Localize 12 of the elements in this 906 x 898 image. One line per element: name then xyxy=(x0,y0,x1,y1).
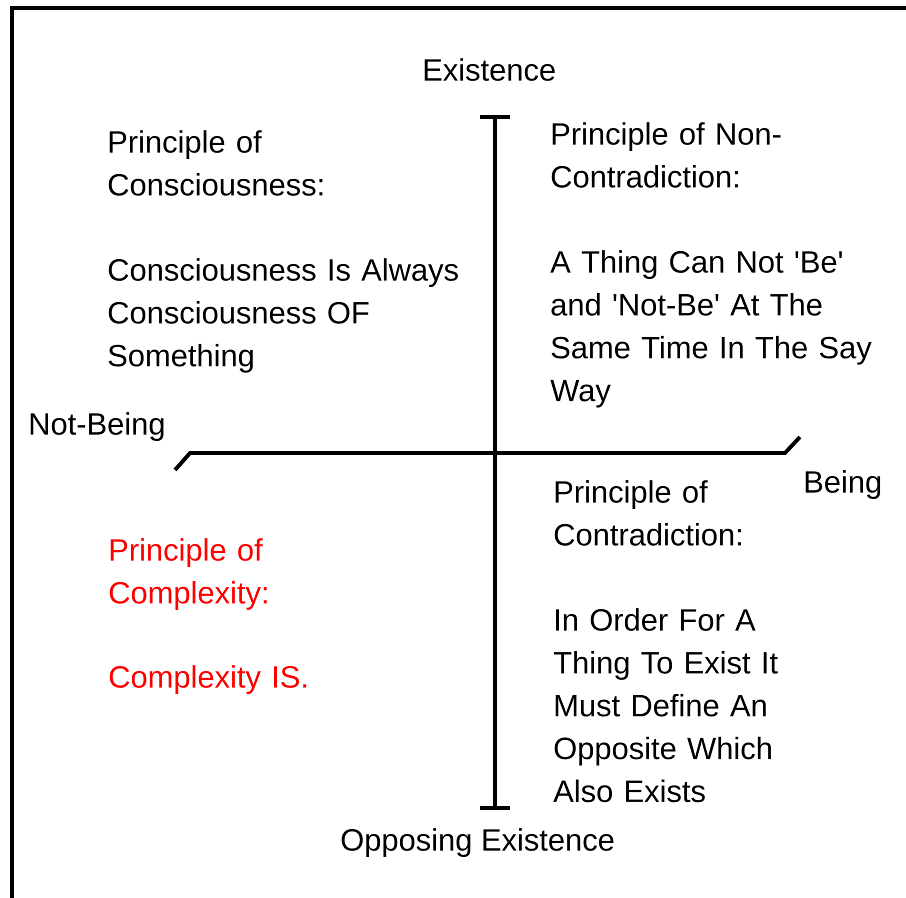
principle-text: In Order For A Thing To Exist It Must Define An Opposite Which Also Exists xyxy=(553,608,778,802)
principle-text: Complexity IS. xyxy=(110,665,306,694)
principle-heading: Principle of Consciousness: xyxy=(108,130,322,196)
axis-label: Existence xyxy=(424,58,555,81)
axis-label: Being xyxy=(806,470,880,499)
principle-text: Consciousness Is Always Consciousness OF Something xyxy=(108,258,458,373)
principle-heading: Principle of Contradiction: xyxy=(554,480,741,546)
axis-label: Opposing Existence xyxy=(342,828,614,857)
principle-text: A Thing Can Not 'Be' and 'Not-Be' At The Same Time In The Say Way xyxy=(550,250,872,408)
principle-heading: Principle of Non-Contradiction: xyxy=(552,122,780,188)
principle-heading: Principle of Complexity: xyxy=(110,538,267,610)
axis-label: Not-Being xyxy=(30,412,164,441)
